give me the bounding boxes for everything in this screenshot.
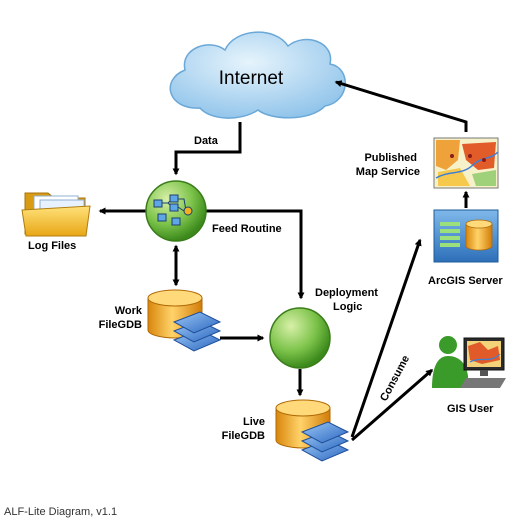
live-filegdb-label-line1: Live (243, 416, 265, 428)
map-icon (433, 137, 499, 189)
layers-icon (300, 421, 350, 462)
arcgis-server-label: ArcGIS Server (428, 275, 503, 287)
connectors (98, 80, 470, 442)
feed-routine-label: Feed Routine (212, 223, 282, 235)
work-filegdb-node: Work FileGDB (99, 289, 222, 352)
footer-caption: ALF-Lite Diagram, v1.1 (4, 506, 117, 518)
published-map-service-node: Published Map Service (356, 137, 499, 189)
arcgis-server-node: ArcGIS Server (428, 209, 503, 287)
folder-icon (21, 192, 91, 237)
arrow-live-to-gisuser (351, 368, 434, 442)
user-with-monitor-icon (432, 336, 506, 388)
work-filegdb-label-line2: FileGDB (99, 319, 142, 331)
deployment-logic-label-line2: Logic (333, 301, 362, 313)
work-filegdb-label-line1: Work (115, 305, 143, 317)
server-icon (433, 209, 499, 263)
arrow-map-to-internet (334, 80, 468, 132)
published-map-service-label-line2: Map Service (356, 166, 420, 178)
log-files-node: Log Files (21, 192, 91, 252)
deployment-logic-node: Deployment Logic (269, 287, 378, 369)
internet-cloud: Internet (169, 31, 346, 119)
deployment-logic-label-line1: Deployment (315, 287, 378, 299)
workflow-icon (153, 194, 193, 226)
arrow-live-to-arcgis (350, 238, 422, 438)
arrow-feed-to-deployment (206, 209, 305, 300)
arrow-internet-to-feed (172, 122, 242, 176)
edge-label-consume: Consume (378, 354, 412, 404)
log-files-label: Log Files (28, 240, 76, 252)
published-map-service-label-line1: Published (364, 152, 417, 164)
feed-routine-node: Feed Routine (145, 180, 282, 242)
gis-user-label: GIS User (447, 403, 494, 415)
edge-label-data: Data (194, 135, 219, 147)
live-filegdb-node: Live FileGDB (222, 399, 350, 462)
gis-user-node: GIS User (432, 336, 506, 415)
layers-icon (172, 311, 222, 352)
live-filegdb-label-line2: FileGDB (222, 430, 265, 442)
internet-label: Internet (219, 68, 284, 89)
deployment-logic-circle (269, 307, 331, 369)
